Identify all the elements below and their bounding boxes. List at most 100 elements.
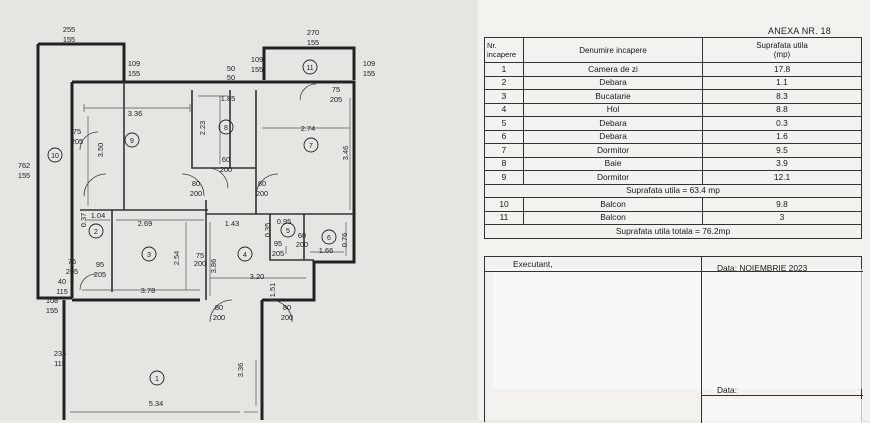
annex-title: ANEXA NR. 18 bbox=[768, 26, 831, 36]
room-number-2: 2 bbox=[94, 229, 98, 236]
svg-text:95: 95 bbox=[96, 260, 104, 269]
blurred-area-2 bbox=[703, 399, 863, 423]
room-number-6: 6 bbox=[327, 235, 331, 242]
svg-text:200: 200 bbox=[256, 189, 268, 198]
subtotal-row: Suprafata utila = 63.4 mp bbox=[484, 183, 862, 198]
room-number-8: 8 bbox=[224, 125, 228, 132]
svg-text:115: 115 bbox=[54, 359, 66, 368]
svg-text:3.20: 3.20 bbox=[250, 272, 264, 281]
svg-text:2.23: 2.23 bbox=[198, 121, 207, 135]
svg-text:2.54: 2.54 bbox=[172, 251, 181, 265]
svg-text:205: 205 bbox=[71, 137, 83, 146]
svg-text:155: 155 bbox=[46, 306, 58, 315]
svg-text:3.36: 3.36 bbox=[128, 109, 142, 118]
date-label: Data: NOIEMBRIE 2023 bbox=[717, 263, 808, 273]
svg-text:109: 109 bbox=[251, 55, 263, 64]
svg-text:270: 270 bbox=[307, 28, 319, 37]
svg-text:155: 155 bbox=[128, 69, 140, 78]
svg-text:1.66: 1.66 bbox=[319, 246, 333, 255]
svg-text:205: 205 bbox=[66, 267, 78, 276]
room-number-3: 3 bbox=[147, 252, 151, 259]
svg-text:50: 50 bbox=[227, 64, 235, 73]
svg-text:762: 762 bbox=[18, 161, 30, 170]
svg-text:2.74: 2.74 bbox=[301, 124, 315, 133]
svg-text:155: 155 bbox=[363, 69, 375, 78]
svg-text:50: 50 bbox=[227, 73, 235, 82]
vertical-dimension-labels: 3.50 2.23 3.46 0.37 0.35 0.76 2.54 3.86 … bbox=[79, 121, 350, 377]
room-number-11: 11 bbox=[306, 65, 313, 72]
svg-text:2.69: 2.69 bbox=[138, 219, 152, 228]
svg-text:205: 205 bbox=[272, 249, 284, 258]
svg-text:75: 75 bbox=[196, 251, 204, 260]
svg-text:3.36: 3.36 bbox=[236, 363, 245, 377]
room-number-5: 5 bbox=[286, 228, 290, 235]
room-number-9: 9 bbox=[130, 138, 134, 145]
area-sheet: ANEXA NR. 18 Nr. incapere Denumire incap… bbox=[478, 0, 870, 423]
floor-plan: 10 9 8 7 11 2 3 4 5 6 1 255 155 270 155 … bbox=[17, 25, 376, 420]
divider bbox=[701, 395, 863, 396]
svg-text:255: 255 bbox=[63, 25, 75, 34]
svg-text:235: 235 bbox=[54, 349, 66, 358]
svg-text:75: 75 bbox=[332, 85, 340, 94]
svg-text:200: 200 bbox=[220, 165, 232, 174]
svg-text:155: 155 bbox=[18, 171, 30, 180]
floor-plan-drawing: 10 9 8 7 11 2 3 4 5 6 1 255 155 270 155 … bbox=[18, 25, 375, 420]
divider bbox=[485, 271, 863, 272]
svg-text:3.78: 3.78 bbox=[141, 286, 155, 295]
svg-text:80: 80 bbox=[258, 179, 266, 188]
svg-text:0.95: 0.95 bbox=[277, 217, 291, 226]
svg-text:75: 75 bbox=[68, 257, 76, 266]
svg-text:60: 60 bbox=[298, 231, 306, 240]
svg-text:1.04: 1.04 bbox=[91, 211, 105, 220]
header-nr: Nr. incapere bbox=[484, 37, 524, 63]
signature-box: Executant, Data: NOIEMBRIE 2023 Data: bbox=[484, 256, 863, 423]
svg-text:205: 205 bbox=[330, 95, 342, 104]
svg-text:80: 80 bbox=[215, 303, 223, 312]
svg-text:200: 200 bbox=[213, 313, 225, 322]
svg-text:3.46: 3.46 bbox=[341, 146, 350, 160]
svg-text:200: 200 bbox=[194, 259, 206, 268]
svg-text:115: 115 bbox=[56, 287, 68, 296]
room-number-10: 10 bbox=[51, 153, 59, 160]
svg-text:40: 40 bbox=[58, 277, 66, 286]
svg-text:3.50: 3.50 bbox=[96, 143, 105, 157]
svg-text:205: 205 bbox=[94, 270, 106, 279]
rooms-table: Nr. incapere Denumire incapere Suprafata… bbox=[484, 37, 862, 239]
svg-text:1.85: 1.85 bbox=[221, 94, 235, 103]
table-header: Nr. incapere Denumire incapere Suprafata… bbox=[484, 37, 862, 63]
subtotal-text: Suprafata utila = 63.4 mp bbox=[484, 183, 862, 198]
svg-text:155: 155 bbox=[251, 65, 263, 74]
svg-text:0.35: 0.35 bbox=[263, 223, 272, 237]
header-name: Denumire incapere bbox=[523, 37, 703, 63]
svg-text:108: 108 bbox=[46, 296, 58, 305]
svg-text:0.37: 0.37 bbox=[79, 213, 88, 227]
svg-text:109: 109 bbox=[128, 59, 140, 68]
svg-text:109: 109 bbox=[363, 59, 375, 68]
svg-text:80: 80 bbox=[283, 303, 291, 312]
svg-text:1.43: 1.43 bbox=[225, 219, 239, 228]
total-text: Suprafata utila totala = 76.2mp bbox=[484, 224, 862, 239]
svg-text:155: 155 bbox=[63, 35, 75, 44]
room-number-7: 7 bbox=[309, 143, 313, 150]
room-number-1: 1 bbox=[155, 376, 159, 383]
svg-text:80: 80 bbox=[192, 179, 200, 188]
header-area: Suprafata utila (mp) bbox=[702, 37, 862, 63]
dimension-labels: 255 155 270 155 109 155 50 50 109 155 10… bbox=[18, 25, 375, 408]
svg-text:3.86: 3.86 bbox=[209, 259, 218, 273]
svg-text:60: 60 bbox=[222, 155, 230, 164]
total-row: Suprafata utila totala = 76.2mp bbox=[484, 224, 862, 239]
svg-text:200: 200 bbox=[281, 313, 293, 322]
svg-text:1.51: 1.51 bbox=[268, 283, 277, 297]
svg-text:200: 200 bbox=[190, 189, 202, 198]
executant-label: Executant, bbox=[513, 259, 553, 269]
